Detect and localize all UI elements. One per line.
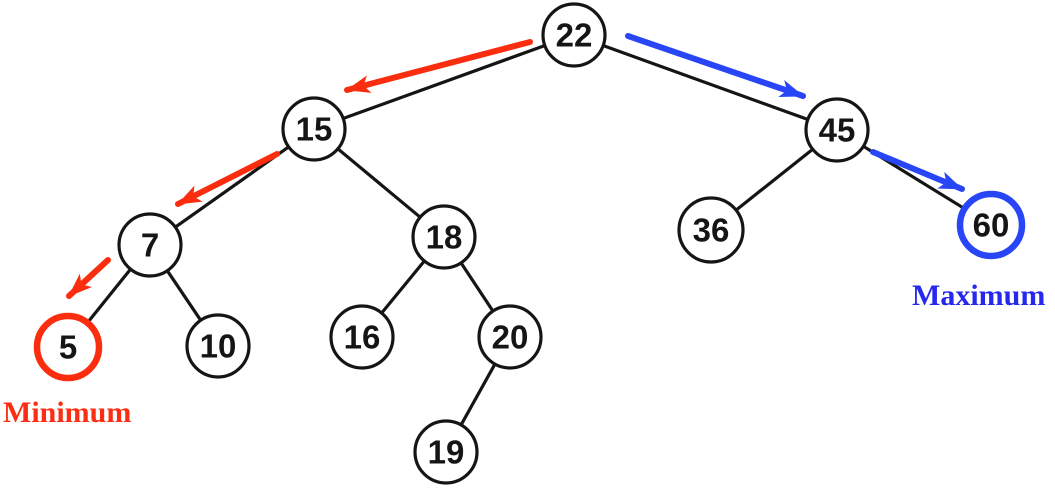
- tree-node-circle-18: [411, 204, 477, 270]
- tree-node-value-20: 20: [492, 319, 529, 356]
- tree-node-16: 16: [329, 304, 395, 370]
- min-path-arrow-7-5: [66, 257, 111, 299]
- tree-node-circle-16: [329, 304, 395, 370]
- tree-node-value-18: 18: [426, 219, 463, 256]
- edge-22-15: [343, 44, 545, 120]
- min-path-arrow-22-15: [344, 39, 533, 93]
- edge-7-5: [86, 268, 132, 324]
- max-path-arrow-45-60: [870, 149, 965, 192]
- tree-node-circle-22: [541, 2, 607, 68]
- edge-18-16: [381, 260, 425, 314]
- tree-node-22: 22: [541, 2, 607, 68]
- tree-node-circle-20: [477, 304, 543, 370]
- maximum-label: Maximum: [912, 279, 1046, 312]
- tree-node-circle-10: [185, 313, 251, 379]
- tree-node-18: 18: [411, 204, 477, 270]
- tree-node-value-60: 60: [973, 207, 1010, 244]
- tree-node-60: 60: [956, 190, 1026, 260]
- tree-node-15: 15: [281, 96, 347, 162]
- edge-15-18: [337, 148, 421, 218]
- tree-node-value-10: 10: [200, 328, 237, 365]
- tree-node-19: 19: [413, 419, 479, 485]
- tree-node-20: 20: [477, 304, 543, 370]
- edge-7-10: [166, 270, 202, 321]
- tree-node-circle-36: [677, 196, 745, 264]
- tree-node-value-19: 19: [428, 434, 465, 471]
- tree-node-circle-7: [117, 212, 183, 278]
- tree-node-value-5: 5: [59, 329, 77, 366]
- tree-node-value-45: 45: [819, 112, 856, 149]
- tree-node-value-7: 7: [141, 227, 159, 264]
- edge-45-36: [735, 148, 813, 211]
- tree-node-circle-5: [33, 312, 103, 382]
- tree-node-circle-60: [956, 190, 1026, 260]
- max-path-arrow-22-45: [625, 33, 806, 99]
- tree-node-value-16: 16: [344, 319, 381, 356]
- tree-node-5: 5: [33, 312, 103, 382]
- edge-20-19: [460, 364, 496, 425]
- min-path-arrow-15-7: [175, 151, 280, 207]
- tree-node-value-22: 22: [556, 17, 593, 54]
- tree-node-36: 36: [677, 196, 745, 264]
- tree-node-value-15: 15: [296, 111, 333, 148]
- tree-node-circle-45: [804, 97, 870, 163]
- minimum-label: Minimum: [3, 396, 132, 429]
- tree-node-circle-19: [413, 419, 479, 485]
- tree-node-45: 45: [804, 97, 870, 163]
- edge-18-20: [460, 262, 494, 312]
- tree-node-10: 10: [185, 313, 251, 379]
- tree-node-value-36: 36: [693, 212, 730, 249]
- tree-node-7: 7: [117, 212, 183, 278]
- edge-22-45: [603, 44, 808, 121]
- tree-node-circle-15: [281, 96, 347, 162]
